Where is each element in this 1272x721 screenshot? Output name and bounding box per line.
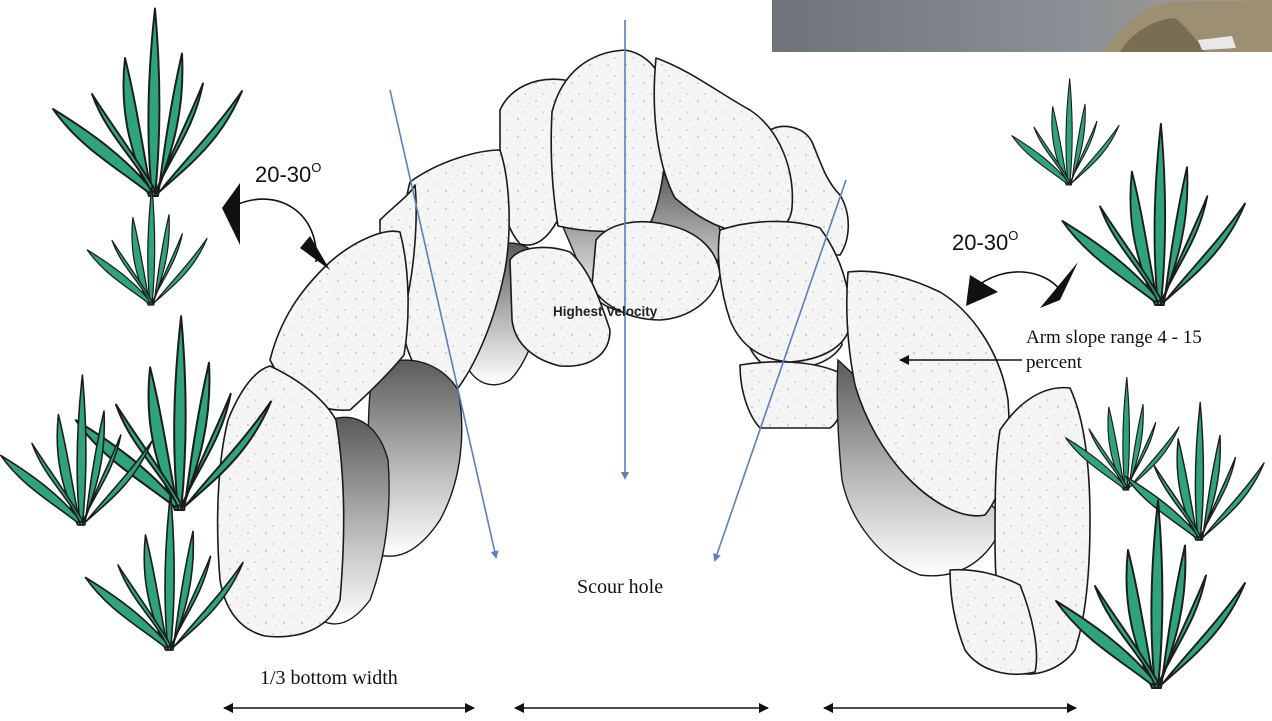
- rock-right-upper: [718, 221, 850, 362]
- angle-indicator-left: [222, 183, 330, 270]
- reed-plant-icon: [1012, 79, 1119, 185]
- angle-indicator-right: [966, 262, 1078, 308]
- reed-plant-icon: [1062, 124, 1245, 305]
- reed-plant-icon: [53, 9, 242, 197]
- water-photo-inset: [772, 0, 1272, 52]
- bottom-width-label: 1/3 bottom width: [260, 667, 398, 689]
- angle-label-right: 20-30O: [952, 228, 1018, 255]
- arm-slope-label-line2: percent: [1026, 352, 1083, 373]
- rock-top-center-left: [551, 50, 668, 231]
- angle-label-left: 20-30O: [255, 160, 321, 187]
- scour-hole-label: Scour hole: [577, 576, 663, 598]
- rock-right-lower-back: [740, 362, 843, 428]
- rock-left-bottom: [218, 366, 344, 637]
- arm-slope-label-line1: Arm slope range 4 - 15: [1026, 327, 1202, 348]
- highest-velocity-label: Highest Velocity: [553, 304, 658, 319]
- reed-plant-icon: [1, 375, 152, 525]
- reed-plant-icon: [87, 186, 207, 305]
